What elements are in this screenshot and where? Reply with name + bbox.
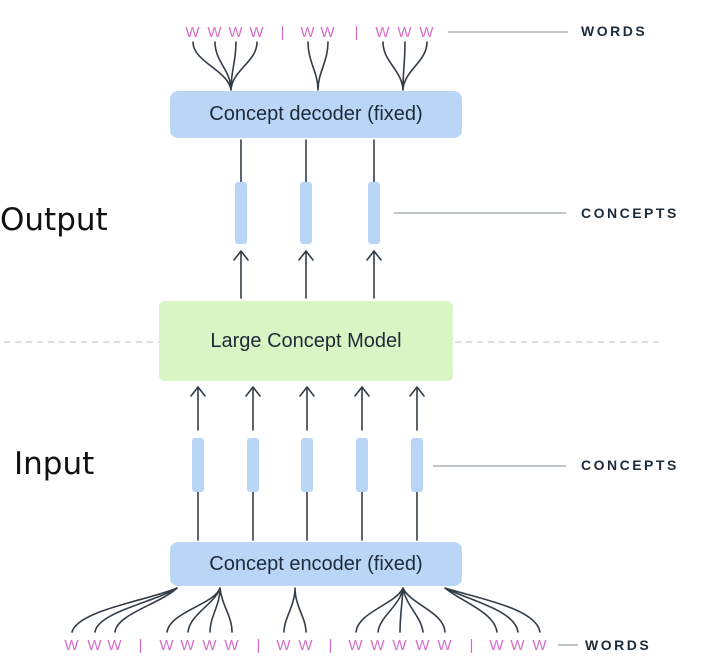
- token-separator: |: [470, 637, 475, 654]
- concept-decoder-box: Concept decoder (fixed): [170, 91, 462, 138]
- large-concept-model-box: Large Concept Model: [159, 301, 453, 381]
- top-fan-group-3: [382, 41, 428, 91]
- word-token: W: [276, 637, 291, 654]
- input-concept-bar-5: [411, 438, 423, 492]
- output-arrow-2: [298, 250, 314, 299]
- word-token: W: [419, 24, 434, 41]
- word-token: W: [185, 24, 200, 41]
- top-fan-group-1: [192, 41, 258, 91]
- input-arrow-2: [245, 386, 261, 431]
- word-token: W: [298, 637, 313, 654]
- bottom-fan-group-2: [166, 587, 233, 633]
- input-label: Input: [14, 446, 95, 482]
- input-arrow-5: [409, 386, 425, 431]
- word-token: W: [87, 637, 102, 654]
- input-arrow-3: [299, 386, 315, 431]
- input-concept-bar-1: [192, 438, 204, 492]
- word-token: W: [392, 637, 407, 654]
- word-token: W: [224, 637, 239, 654]
- word-token: W: [64, 637, 79, 654]
- large-concept-model-label: Large Concept Model: [210, 329, 402, 352]
- word-token: W: [249, 24, 264, 41]
- word-token: W: [510, 637, 525, 654]
- word-token: W: [320, 24, 335, 41]
- word-token: W: [300, 24, 315, 41]
- word-token: W: [532, 637, 547, 654]
- word-token: W: [202, 637, 217, 654]
- output-arrow-1: [233, 250, 249, 299]
- bottom-fan-group-3: [283, 587, 307, 633]
- top-words-tag: WORDS: [581, 23, 648, 39]
- token-separator: |: [139, 637, 144, 654]
- output-concept-bar-3: [368, 182, 380, 244]
- top-fan-group-2: [307, 41, 329, 91]
- output-arrow-3: [366, 250, 382, 299]
- output-concepts-tag: CONCEPTS: [581, 205, 679, 221]
- word-token: W: [348, 637, 363, 654]
- bottom-fan-group-1: [71, 587, 178, 633]
- word-token: W: [370, 637, 385, 654]
- output-concept-bar-2: [300, 182, 312, 244]
- token-separator: |: [281, 24, 286, 41]
- input-arrow-1: [190, 386, 206, 431]
- input-concept-bar-4: [356, 438, 368, 492]
- word-token: W: [437, 637, 452, 654]
- output-concept-bars: [235, 182, 380, 244]
- input-concept-bar-3: [301, 438, 313, 492]
- token-separator: |: [329, 637, 334, 654]
- bottom-words-tag: WORDS: [585, 637, 652, 653]
- output-label: Output: [0, 202, 108, 238]
- concept-encoder-label: Concept encoder (fixed): [209, 552, 423, 575]
- bottom-fan-group-4: [355, 587, 446, 633]
- word-token: W: [397, 24, 412, 41]
- word-token: W: [489, 637, 504, 654]
- word-token: W: [375, 24, 390, 41]
- word-token: W: [228, 24, 243, 41]
- bottom-fan-group-5: [444, 587, 541, 633]
- connector-lines: [71, 41, 541, 633]
- concept-encoder-box: Concept encoder (fixed): [170, 542, 462, 586]
- input-concept-bars: [192, 438, 423, 492]
- word-token: W: [415, 637, 430, 654]
- input-arrow-4: [354, 386, 370, 431]
- word-token: W: [180, 637, 195, 654]
- input-concept-bar-2: [247, 438, 259, 492]
- input-concepts-tag: CONCEPTS: [581, 457, 679, 473]
- output-concept-bar-1: [235, 182, 247, 244]
- word-token: W: [207, 24, 222, 41]
- token-separator: |: [257, 637, 262, 654]
- token-separator: |: [355, 24, 360, 41]
- word-token: W: [107, 637, 122, 654]
- word-token: W: [159, 637, 174, 654]
- concept-decoder-label: Concept decoder (fixed): [209, 103, 423, 125]
